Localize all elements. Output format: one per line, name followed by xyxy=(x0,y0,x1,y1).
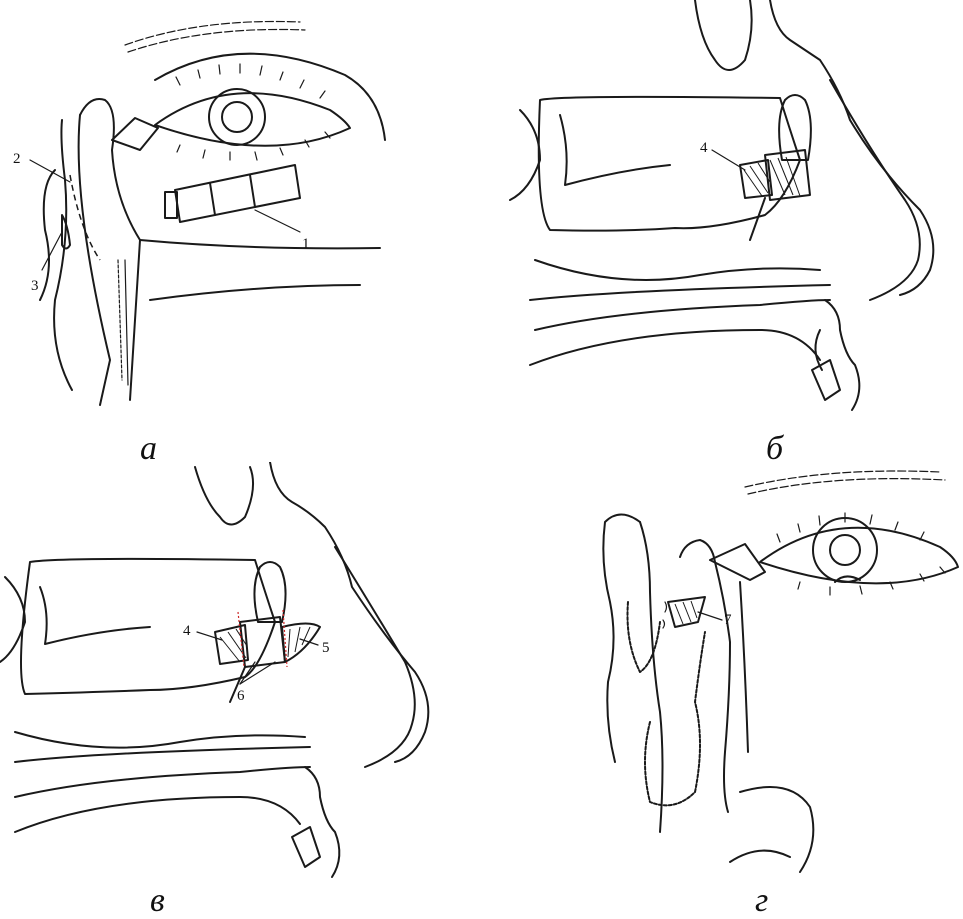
inferior-turbinate xyxy=(535,260,820,280)
panel-c: 4 5 6 xyxy=(0,462,470,882)
nasal-dorsum xyxy=(270,462,428,762)
eye xyxy=(155,64,350,160)
panel-b: 4 xyxy=(500,0,963,420)
label-5: 5 xyxy=(322,640,330,656)
label-1: 1 xyxy=(302,236,310,252)
frontal-sinus xyxy=(695,0,752,70)
eye xyxy=(760,513,958,595)
panel-c-drawing: 4 5 6 xyxy=(0,462,470,882)
nasal-tip xyxy=(740,787,813,872)
nasal-floor-upper xyxy=(140,240,380,248)
label-6: 6 xyxy=(237,688,245,704)
tooth xyxy=(812,360,840,400)
panel-b-drawing: 4 xyxy=(500,0,963,420)
frontal-sinus xyxy=(195,467,253,525)
panel-d-drawing: 7 xyxy=(500,462,963,882)
eyebrow xyxy=(745,471,945,494)
panel-a: 1 2 3 xyxy=(0,0,470,420)
caption-b: б xyxy=(766,432,783,466)
nasal-dorsum xyxy=(770,0,933,295)
caption-a: а xyxy=(140,432,157,466)
canaliculus xyxy=(112,118,158,150)
inferior-turbinate xyxy=(15,732,305,748)
lacrimal-sac xyxy=(603,515,748,833)
nasal-inner-line xyxy=(335,547,415,767)
palate-lower xyxy=(530,330,820,365)
label-3: 3 xyxy=(31,278,39,294)
nasal-floor xyxy=(530,285,830,300)
nasal-floor-lower xyxy=(150,285,360,300)
leader-1 xyxy=(255,210,300,232)
nasal-floor xyxy=(15,747,310,762)
leader-4 xyxy=(712,150,745,170)
lip xyxy=(825,300,859,410)
palate xyxy=(15,767,310,797)
leader-4 xyxy=(197,632,222,640)
nasal-inner-line xyxy=(830,80,920,300)
palate-lower xyxy=(15,797,300,832)
lip xyxy=(305,767,339,877)
turbinate-inner xyxy=(560,115,670,185)
nostril xyxy=(730,851,790,862)
panel-d: 7 xyxy=(500,462,963,882)
turbinate-inner xyxy=(40,587,150,644)
label-4: 4 xyxy=(183,623,191,639)
leader-3 xyxy=(42,232,62,270)
tooth xyxy=(292,827,320,867)
label-7: 7 xyxy=(724,612,732,628)
label-4: 4 xyxy=(700,140,708,156)
leader-7 xyxy=(698,612,722,620)
caption-d: г xyxy=(755,884,768,918)
eyebrow xyxy=(125,21,305,52)
turbinate-left xyxy=(510,110,540,200)
tube xyxy=(165,165,300,222)
panel-a-drawing: 1 2 3 xyxy=(0,0,470,420)
label-2: 2 xyxy=(13,151,21,167)
caption-c: в xyxy=(150,884,165,918)
palate xyxy=(535,300,830,330)
